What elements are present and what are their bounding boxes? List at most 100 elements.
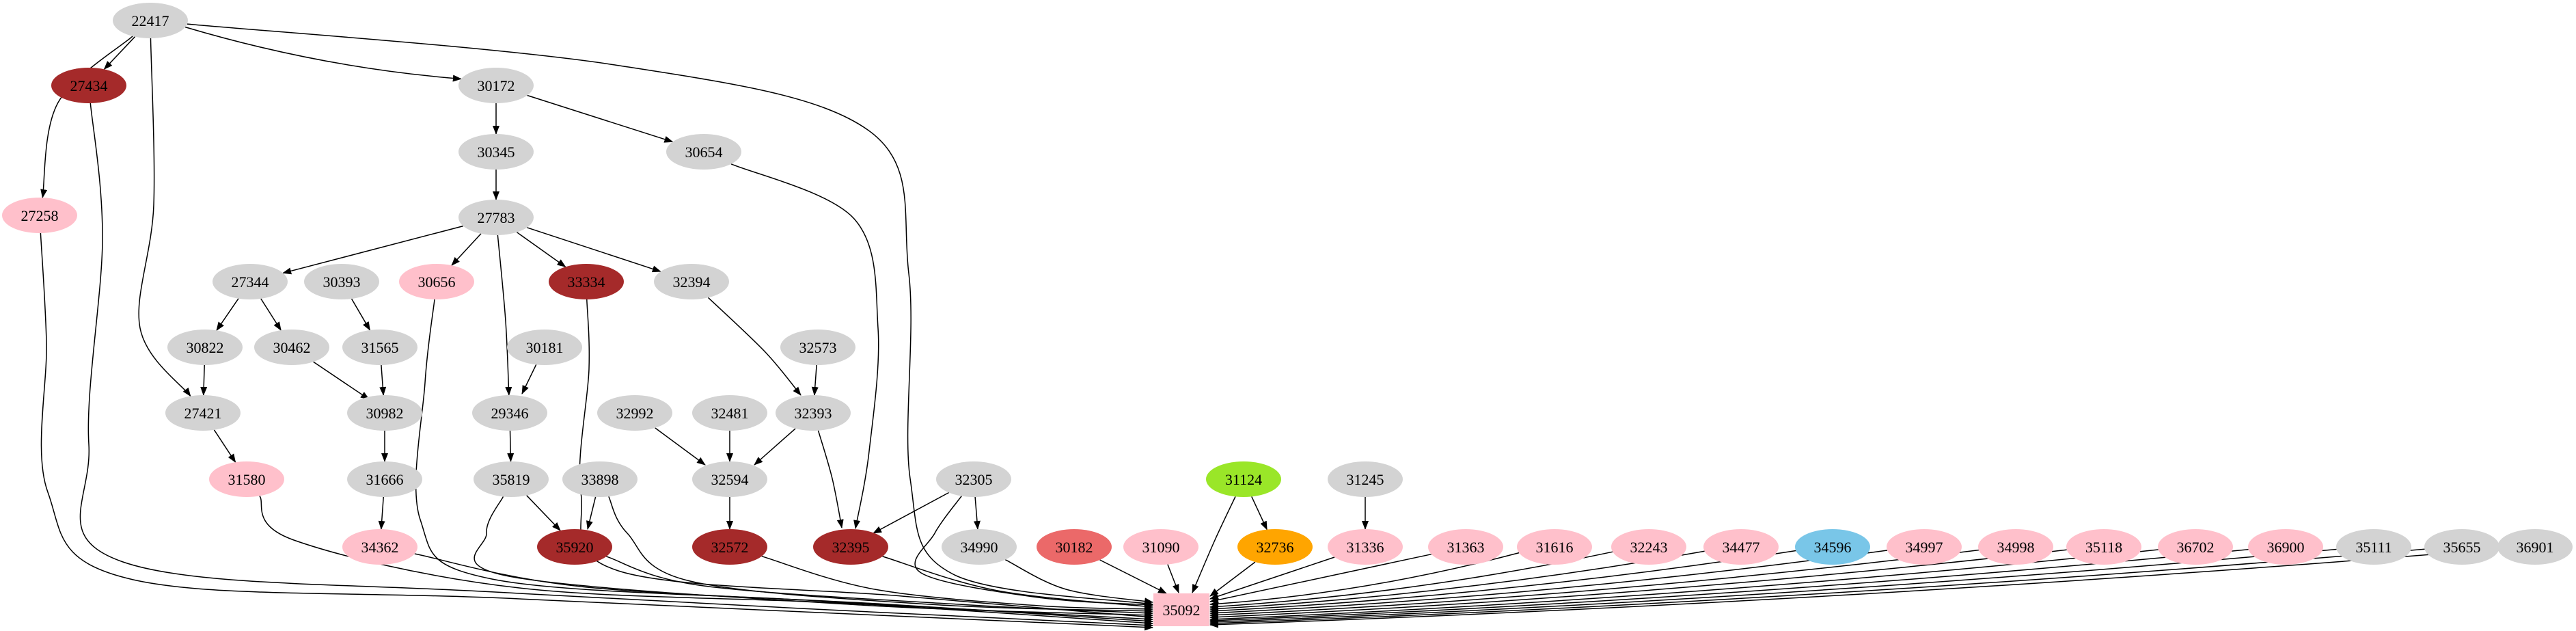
edge-34997-35092 — [1209, 550, 1888, 617]
graph-node-30982: 30982 — [347, 395, 422, 431]
edge-31565-30982 — [379, 364, 387, 397]
graph-node-32992: 32992 — [597, 395, 672, 431]
node-ellipse-34596 — [1795, 529, 1870, 565]
graph-node-27421: 27421 — [165, 395, 241, 431]
node-ellipse-29346 — [472, 395, 547, 431]
graph-node-30182: 30182 — [1037, 529, 1112, 565]
node-label-32393: 32393 — [795, 405, 832, 422]
graph-node-29346: 29346 — [472, 395, 547, 431]
node-ellipse-32481 — [692, 395, 767, 431]
graph-node-36901: 36901 — [2497, 529, 2573, 565]
node-ellipse-32573 — [780, 330, 855, 365]
node-label-30654: 30654 — [685, 144, 723, 161]
node-ellipse-31124 — [1206, 461, 1281, 497]
node-label-30822: 30822 — [187, 339, 224, 356]
edge-32736-35092 — [1209, 561, 1256, 597]
node-ellipse-30462 — [254, 330, 329, 365]
node-box-35092 — [1153, 593, 1209, 626]
graph-node-36702: 36702 — [2158, 529, 2233, 565]
edge-30181-29346 — [521, 364, 537, 394]
node-label-35111: 35111 — [2355, 539, 2392, 556]
edge-22417-27421 — [138, 38, 191, 397]
edge-31336-35092 — [1209, 556, 1335, 600]
node-label-30172: 30172 — [478, 77, 515, 94]
edge-32305-34990 — [973, 496, 981, 531]
node-label-34362: 34362 — [361, 539, 399, 556]
edge-31090-35092 — [1167, 564, 1179, 593]
node-ellipse-34362 — [342, 529, 417, 565]
edge-27783-30656 — [451, 233, 482, 266]
node-ellipse-30822 — [167, 330, 243, 365]
node-ellipse-30656 — [399, 264, 474, 299]
edge-32395-35092 — [882, 556, 1153, 610]
graph-node-31565: 31565 — [342, 330, 417, 365]
node-ellipse-27421 — [165, 395, 241, 431]
edge-31363-35092 — [1209, 553, 1432, 604]
edge-35111-35092 — [1209, 548, 2337, 626]
edge-32393-32594 — [754, 428, 796, 466]
node-label-35920: 35920 — [556, 539, 594, 556]
edge-32305-35092 — [914, 496, 1153, 608]
node-label-32243: 32243 — [1630, 539, 1668, 556]
node-ellipse-34998 — [1978, 529, 2053, 565]
edge-27344-30822 — [216, 298, 239, 332]
graph-node-31666: 31666 — [347, 461, 422, 497]
node-ellipse-30345 — [458, 134, 534, 170]
node-ellipse-31565 — [342, 330, 417, 365]
edge-27783-27344 — [282, 225, 464, 275]
node-ellipse-35920 — [537, 529, 612, 565]
edge-27783-29346 — [497, 234, 512, 397]
edge-36900-35092 — [1209, 548, 2249, 624]
graph-node-31090: 31090 — [1123, 529, 1198, 565]
graph-node-35118: 35118 — [2066, 529, 2141, 565]
node-label-32395: 32395 — [832, 539, 870, 556]
graph-node-31616: 31616 — [1517, 529, 1592, 565]
node-label-30656: 30656 — [418, 273, 456, 291]
node-ellipse-30181 — [507, 330, 582, 365]
graph-node-34998: 34998 — [1978, 529, 2053, 565]
node-label-36900: 36900 — [2267, 539, 2305, 556]
edge-32394-32393 — [707, 297, 801, 396]
node-label-35819: 35819 — [493, 471, 530, 488]
graph-node-32394: 32394 — [654, 264, 729, 299]
node-label-30345: 30345 — [478, 144, 515, 161]
graph-node-31580: 31580 — [209, 461, 284, 497]
graph-node-22417: 22417 — [113, 3, 188, 38]
graph-node-30656: 30656 — [399, 264, 474, 299]
node-label-34998: 34998 — [1997, 539, 2035, 556]
graph-node-32594: 32594 — [692, 461, 767, 497]
graph-node-32481: 32481 — [692, 395, 767, 431]
node-ellipse-32594 — [692, 461, 767, 497]
node-ellipse-33898 — [562, 461, 638, 497]
edge-35655-35092 — [1209, 548, 2425, 627]
node-label-31580: 31580 — [228, 471, 266, 488]
node-ellipse-30393 — [304, 264, 379, 299]
edge-36901-35092 — [1209, 548, 2498, 628]
edge-30182-35092 — [1099, 559, 1167, 594]
node-ellipse-34477 — [1703, 529, 1779, 565]
node-label-30462: 30462 — [273, 339, 311, 356]
graph-node-32736: 32736 — [1237, 529, 1313, 565]
edge-27258-35092 — [40, 232, 1153, 631]
node-label-35092: 35092 — [1163, 602, 1201, 619]
node-ellipse-31245 — [1328, 461, 1403, 497]
graph-node-31363: 31363 — [1428, 529, 1503, 565]
node-label-34990: 34990 — [961, 539, 998, 556]
graph-node-27344: 27344 — [213, 264, 288, 299]
edge-27434-35092 — [79, 103, 1153, 629]
graph-node-32243: 32243 — [1611, 529, 1686, 565]
node-ellipse-31580 — [209, 461, 284, 497]
node-label-31336: 31336 — [1347, 539, 1384, 556]
node-ellipse-31616 — [1517, 529, 1592, 565]
graph-node-30462: 30462 — [254, 330, 329, 365]
edge-27344-30462 — [260, 298, 282, 331]
edge-31666-34362 — [378, 496, 385, 531]
edge-35920-35092 — [606, 556, 1153, 617]
edge-32393-32395 — [817, 430, 844, 528]
node-label-30982: 30982 — [366, 405, 404, 422]
node-ellipse-35111 — [2336, 529, 2411, 565]
node-ellipse-32736 — [1237, 529, 1313, 565]
node-ellipse-34997 — [1887, 529, 1962, 565]
node-ellipse-27344 — [213, 264, 288, 299]
node-label-22417: 22417 — [132, 12, 169, 29]
